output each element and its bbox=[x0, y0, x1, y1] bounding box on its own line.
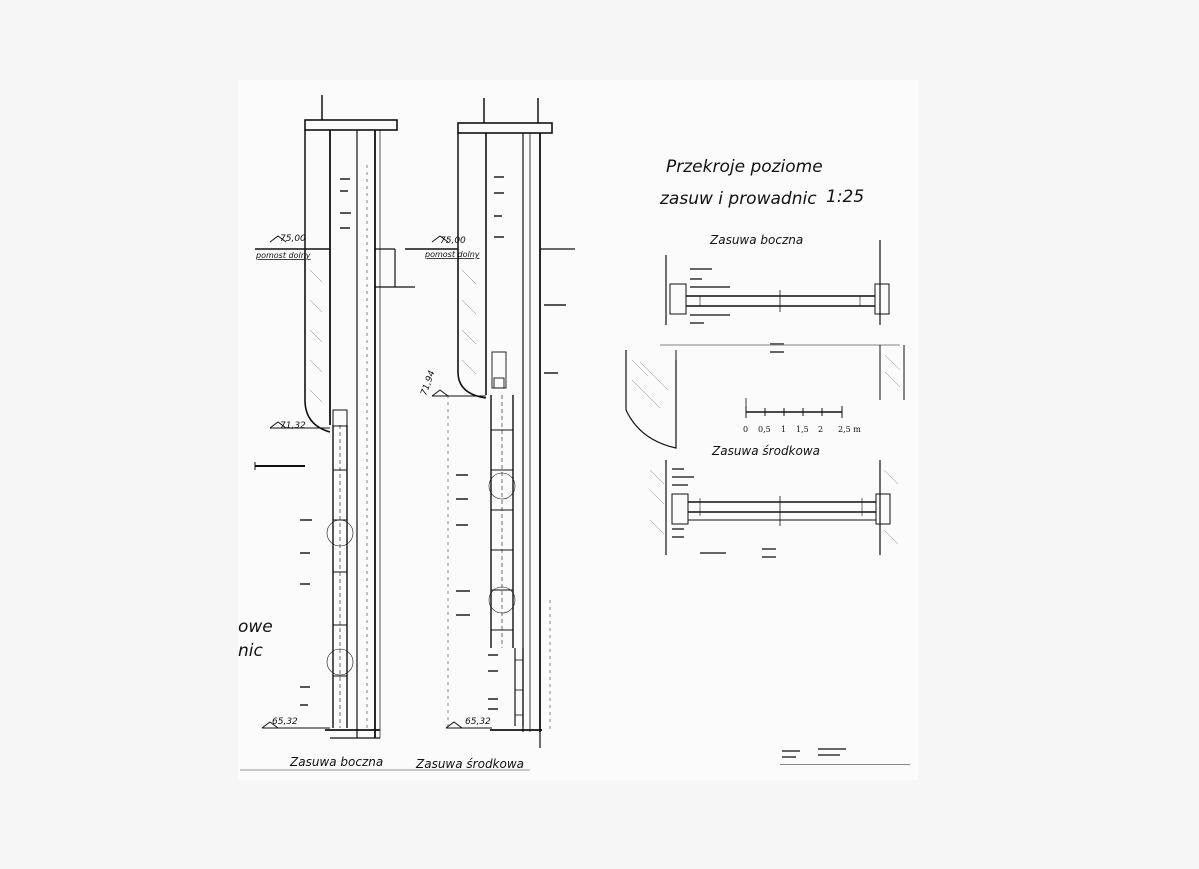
platform-label-left: pomost dolny bbox=[255, 251, 311, 260]
title-line2: zasuw i prowadnic bbox=[659, 189, 817, 209]
title-line1: Przekroje poziome bbox=[666, 157, 823, 177]
plan-side-gate bbox=[625, 240, 905, 449]
scale-tick-3: 1,5 bbox=[796, 425, 809, 434]
elevation-side-gate bbox=[254, 95, 415, 739]
scale-tick-4: 2 bbox=[818, 425, 823, 434]
plan-middle-gate bbox=[665, 460, 891, 555]
annotation-marks-left bbox=[300, 178, 351, 706]
level-bottom-left: 65,32 bbox=[272, 717, 298, 727]
scale-tick-2: 1 bbox=[781, 425, 786, 434]
elevation-middle-gate bbox=[405, 98, 575, 748]
platform-label-right: pomost dolny bbox=[424, 250, 480, 259]
title-block-marks bbox=[780, 748, 910, 765]
hatch-plan-middle bbox=[649, 469, 899, 545]
level-bottom-right: 65,32 bbox=[465, 717, 491, 727]
annotation-marks-plan-side bbox=[690, 268, 784, 353]
level-top-left: 75,00 bbox=[280, 234, 306, 244]
annotation-marks-middle bbox=[456, 176, 566, 710]
partial-text-line2: nic bbox=[238, 641, 263, 661]
level-mid-left: 71,32 bbox=[280, 421, 306, 431]
scale-tick-0: 0 bbox=[743, 425, 748, 434]
annotation-marks-plan-middle bbox=[672, 468, 776, 558]
level-top-right: 75,00 bbox=[440, 236, 466, 246]
hatch-plan-side bbox=[631, 354, 901, 409]
scale-tick-1: 0,5 bbox=[758, 425, 771, 434]
hatch-left bbox=[309, 269, 323, 403]
caption-middle-gate-plan: Zasuwa środkowa bbox=[711, 444, 820, 458]
hatch-middle bbox=[461, 269, 477, 375]
scale-bar bbox=[745, 398, 843, 418]
caption-side-gate-elevation: Zasuwa boczna bbox=[289, 755, 383, 769]
caption-middle-gate-elevation: Zasuwa środkowa bbox=[415, 757, 524, 771]
scale-tick-5: 2,5 m bbox=[838, 425, 861, 434]
partial-text-line1: owe bbox=[238, 617, 273, 637]
title-scale: 1:25 bbox=[826, 187, 864, 207]
caption-side-gate-plan: Zasuwa boczna bbox=[709, 233, 803, 247]
